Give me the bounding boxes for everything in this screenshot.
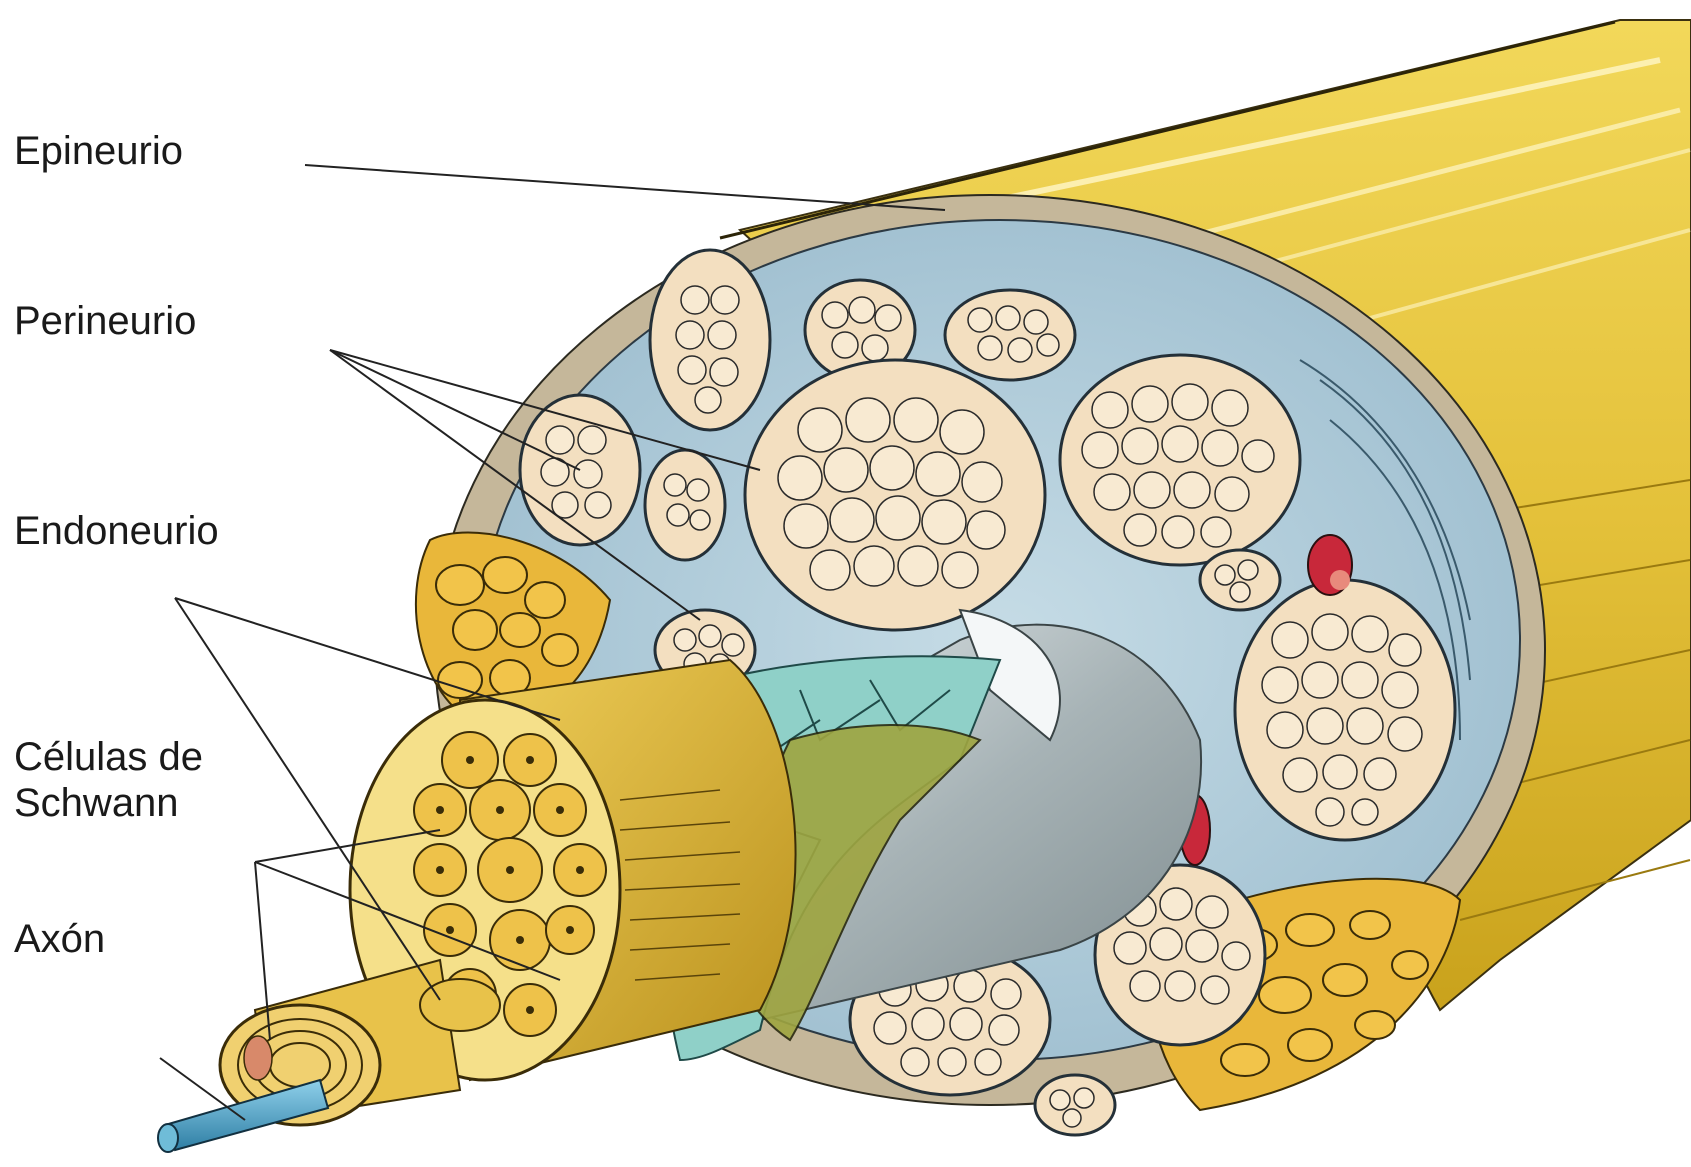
fascicle [645,450,725,560]
label-axon: Axón [14,916,105,962]
fascicle [650,250,770,430]
fascicle [1200,550,1280,610]
fascicle [1035,1075,1115,1135]
label-endoneurio: Endoneurio [14,508,219,554]
label-schwann-line1: Células de [14,734,203,780]
fascicle [1235,580,1455,840]
label-schwann-line2: Schwann [14,780,203,826]
fascicle [945,290,1075,380]
label-celulas-de-schwann: Células de Schwann [14,734,203,826]
label-perineurio: Perineurio [14,298,196,344]
fascicle [1060,355,1300,565]
fascicle [745,360,1045,630]
label-epineurio: Epineurio [14,128,183,174]
